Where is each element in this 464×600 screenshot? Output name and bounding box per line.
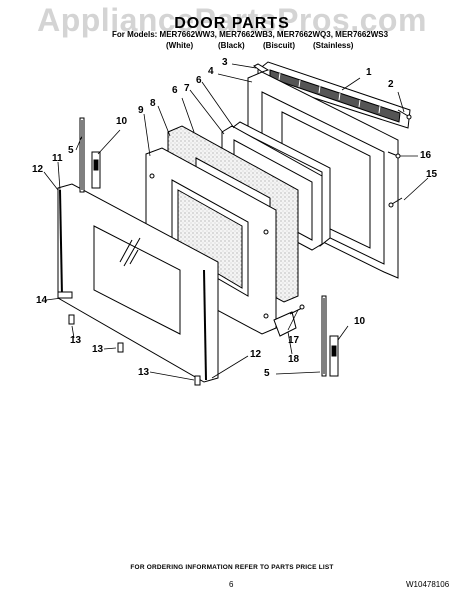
watermark: AppliancePartsPros.com — [37, 2, 427, 38]
hinge-part-left — [79, 117, 85, 193]
callout-5-left: 5 — [68, 145, 74, 156]
callout-12-right: 12 — [250, 349, 262, 360]
callout-2: 2 — [388, 79, 394, 90]
callout-3: 3 — [222, 57, 228, 68]
screw-part-13a — [68, 314, 75, 325]
callout-8: 8 — [150, 98, 156, 109]
callout-6-upper: 6 — [196, 75, 202, 86]
screw-part-15 — [388, 197, 403, 208]
hinge-receiver-right — [329, 335, 339, 377]
callout-4: 4 — [208, 66, 214, 77]
outer-door-panel-part — [57, 183, 219, 383]
screw-part-13b — [117, 342, 124, 353]
callout-17: 17 — [288, 335, 300, 346]
page-title: DOOR PARTS — [174, 15, 290, 32]
document-number: W10478106 — [406, 580, 450, 589]
callout-6-lower: 6 — [172, 85, 178, 96]
callout-10-right: 10 — [354, 316, 366, 327]
page-number: 6 — [229, 580, 234, 589]
callout-11: 11 — [52, 153, 63, 164]
hinge-receiver-left — [91, 151, 101, 189]
screw-part — [397, 109, 412, 120]
screw-part-13c — [194, 375, 201, 386]
end-cap-part — [57, 291, 73, 299]
ordering-info: FOR ORDERING INFORMATION REFER TO PARTS … — [130, 564, 334, 571]
callout-12-left: 12 — [32, 164, 44, 175]
color-biscuit: (Biscuit) — [263, 41, 295, 50]
callout-7: 7 — [184, 83, 190, 94]
color-black: (Black) — [218, 41, 245, 50]
callout-15: 15 — [426, 169, 438, 180]
vent-trim-part — [257, 61, 411, 129]
color-stainless: (Stainless) — [313, 41, 354, 50]
callout-9: 9 — [138, 105, 144, 116]
callout-14: 14 — [36, 295, 48, 306]
door-trim-part — [253, 63, 270, 73]
callout-16: 16 — [420, 150, 432, 161]
bracket-part-18 — [273, 311, 297, 337]
color-white: (White) — [166, 41, 194, 50]
leader-lines — [43, 63, 429, 381]
callout-18: 18 — [288, 354, 300, 365]
screw-part-17 — [289, 304, 305, 315]
callout-13-b: 13 — [92, 344, 104, 355]
hinge-part-right — [321, 295, 327, 377]
callout-5-right: 5 — [264, 368, 270, 379]
callout-1: 1 — [366, 67, 372, 78]
models-line: For Models: MER7662WW3, MER7662WB3, MER7… — [112, 30, 389, 39]
callout-10-left: 10 — [116, 116, 128, 127]
callout-13-a: 13 — [70, 335, 82, 346]
callout-13-c: 13 — [138, 367, 150, 378]
